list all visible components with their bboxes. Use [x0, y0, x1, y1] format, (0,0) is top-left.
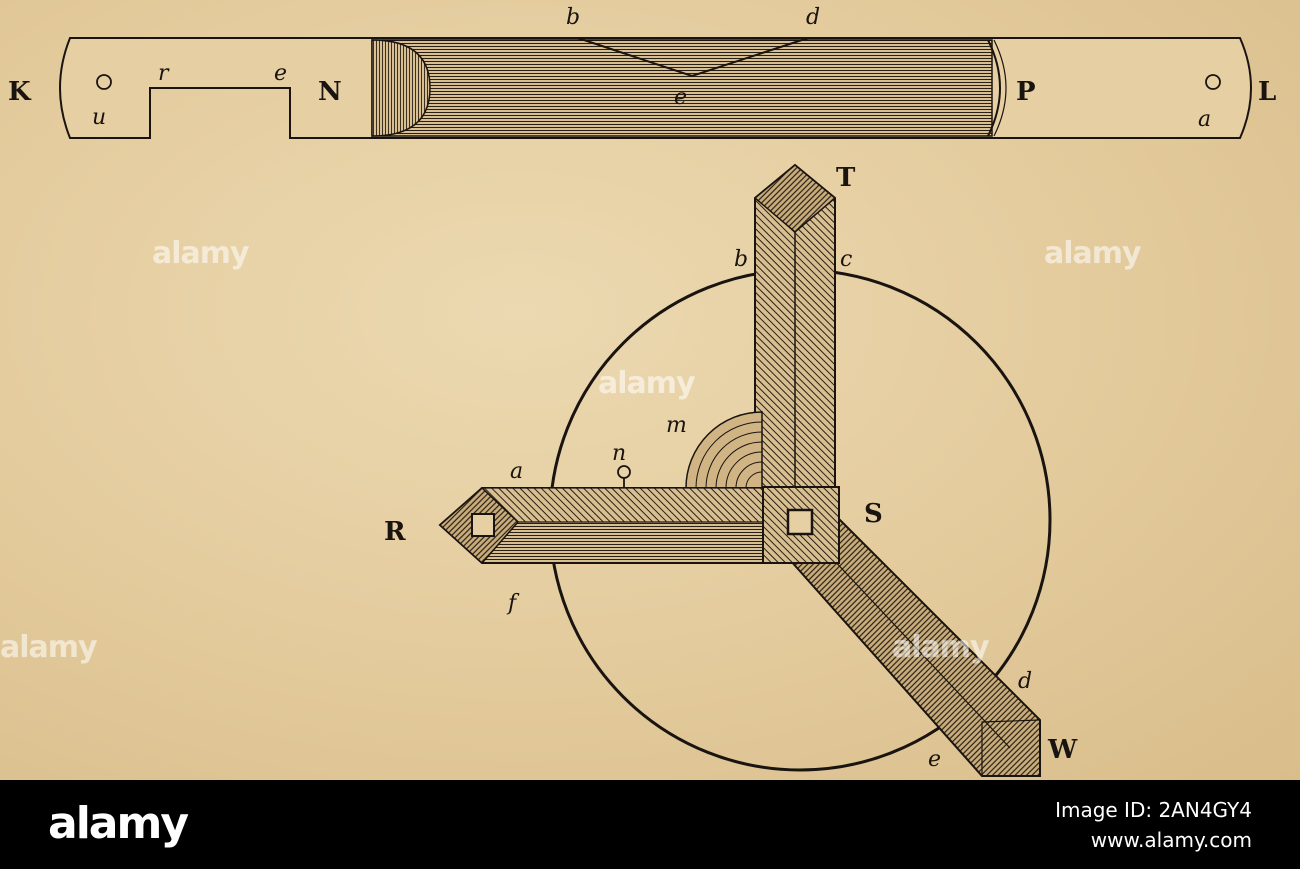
- label-a-circle: a: [510, 459, 523, 484]
- suspension-thread: [577, 37, 809, 78]
- arm-R: [438, 486, 766, 565]
- label-u: u: [92, 105, 106, 130]
- label-R: R: [384, 517, 406, 547]
- hole-u: [96, 74, 112, 90]
- label-N: N: [318, 77, 342, 107]
- south-pole-ring: [987, 39, 1001, 137]
- label-e-center: e: [674, 85, 687, 110]
- label-e-left: e: [274, 61, 287, 86]
- label-K: K: [8, 77, 32, 107]
- label-a-top: a: [1198, 107, 1211, 132]
- hub-S: [762, 486, 840, 564]
- pin-n: [617, 465, 631, 479]
- top-bar: [59, 37, 1252, 139]
- watermark: alamy: [152, 236, 250, 271]
- footer-logo[interactable]: alamy: [48, 798, 189, 849]
- watermark: alamy: [892, 630, 990, 665]
- label-m: m: [666, 413, 687, 438]
- north-pole-cap: [371, 39, 431, 137]
- label-d-top: d: [806, 5, 820, 30]
- watermark: alamy: [1044, 236, 1142, 271]
- semicircle-m: [685, 411, 763, 489]
- label-b-top: b: [566, 5, 580, 30]
- label-T: T: [836, 163, 856, 193]
- engraving-figure: K L N P u r e e b d a: [8, 5, 1276, 777]
- label-S: S: [864, 499, 883, 529]
- site-url-link[interactable]: www.alamy.com: [1090, 828, 1252, 852]
- label-P: P: [1016, 77, 1036, 107]
- arm-T: [753, 163, 837, 489]
- label-f-circle: f: [506, 591, 520, 616]
- label-e-circle: e: [928, 747, 941, 772]
- label-r: r: [158, 61, 170, 86]
- label-d-circle: d: [1018, 669, 1032, 694]
- hole-a: [1205, 74, 1221, 90]
- label-n: n: [612, 441, 626, 466]
- square-hole-R: [471, 513, 495, 537]
- label-c-circle: c: [840, 247, 852, 272]
- label-b-circle: b: [734, 247, 748, 272]
- label-L: L: [1258, 77, 1276, 107]
- label-W: W: [1047, 735, 1078, 765]
- magnet-body: [371, 39, 993, 137]
- watermark: alamy: [598, 366, 696, 401]
- footer-bar: alamy Image ID: 2AN4GY4 www.alamy.com: [0, 780, 1300, 869]
- image-id-text: Image ID: 2AN4GY4: [1055, 798, 1252, 822]
- watermark: alamy: [0, 630, 98, 665]
